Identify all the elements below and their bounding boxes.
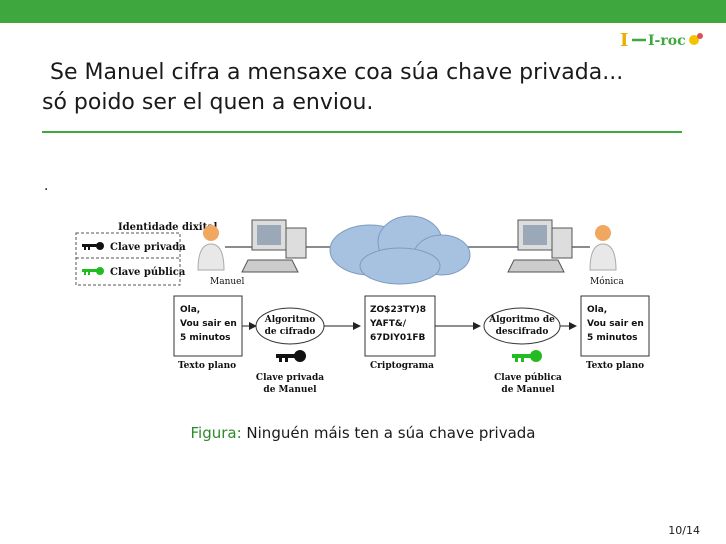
logo-text: I-roc [648, 33, 686, 49]
svg-text:Vou sair en: Vou sair en [587, 319, 644, 329]
sender-key-label-2: de Manuel [263, 385, 317, 395]
sender-private-key-icon [276, 350, 306, 362]
plaintext-output-box: Ola, Vou sair en 5 minutos [581, 296, 649, 356]
receiver-key-label-2: de Manuel [501, 385, 555, 395]
slide-title: Se Manuel cifra a mensaxe coa súa chave … [42, 58, 692, 118]
svg-text:5 minutos: 5 minutos [587, 333, 638, 343]
svg-text:Vou sair en: Vou sair en [180, 319, 237, 329]
receiver-computer-icon [508, 220, 572, 272]
public-key-label: Clave pública [110, 267, 186, 278]
svg-text:Ola,: Ola, [587, 305, 607, 315]
ciphertext-box: ZO$23TY)8 YAFT&/ 67DIY01FB [365, 296, 435, 356]
bullet-dot: . [44, 178, 48, 194]
figure-caption: Figura: Ninguén máis ten a súa chave pri… [0, 424, 726, 442]
encryption-figure: Identidade dixital Clave privada Clave p… [70, 200, 660, 410]
receiver-key-label-1: Clave pública [494, 372, 562, 383]
cipher-algorithm-node: Algoritmo de cifrado [256, 308, 324, 344]
decipher-algorithm-node: Algoritmo de descifrado [484, 308, 560, 344]
internet-cloud-icon [330, 216, 470, 284]
svg-text:5 minutos: 5 minutos [180, 333, 231, 343]
sender-name: Manuel [210, 277, 245, 287]
svg-text:descifrado: descifrado [496, 327, 549, 337]
iroc-logo: I I-roc [618, 26, 704, 52]
title-line-2: só poido ser el quen a enviou. [42, 88, 692, 118]
label-plaintext: Texto plano [178, 361, 236, 371]
svg-text:I: I [620, 30, 628, 51]
caption-text: Ninguén máis ten a súa chave privada [246, 424, 535, 442]
private-key-label: Clave privada [110, 242, 186, 253]
svg-text:YAFT&/: YAFT&/ [369, 319, 407, 329]
sender-key-label-1: Clave privada [256, 373, 324, 383]
identity-title: Identidade dixital [118, 222, 218, 233]
plaintext-input-box: Ola, Vou sair en 5 minutos [174, 296, 242, 356]
page-number: 10/14 [668, 524, 700, 537]
identity-box: Identidade dixital Clave privada Clave p… [76, 222, 218, 285]
top-bar [0, 0, 726, 23]
sender-computer-icon [242, 220, 306, 272]
svg-text:Ola,: Ola, [180, 305, 200, 315]
svg-text:de cifrado: de cifrado [265, 327, 316, 337]
public-key-icon [82, 267, 104, 275]
label-ciphertext: Criptograma [370, 361, 434, 371]
caption-label: Figura: [190, 424, 241, 442]
person-monica-icon [590, 225, 616, 270]
svg-text:Algoritmo de: Algoritmo de [488, 315, 555, 325]
svg-text:67DIY01FB: 67DIY01FB [370, 333, 426, 343]
svg-text:Algoritmo: Algoritmo [264, 315, 316, 325]
label-plaintext-output: Texto plano [586, 361, 644, 371]
svg-text:ZO$23TY)8: ZO$23TY)8 [370, 305, 426, 315]
title-line-1: Se Manuel cifra a mensaxe coa súa chave … [42, 58, 692, 88]
receiver-public-key-icon [512, 350, 542, 362]
title-rule [42, 131, 682, 133]
receiver-name: Mónica [590, 276, 624, 287]
private-key-icon [82, 242, 104, 250]
